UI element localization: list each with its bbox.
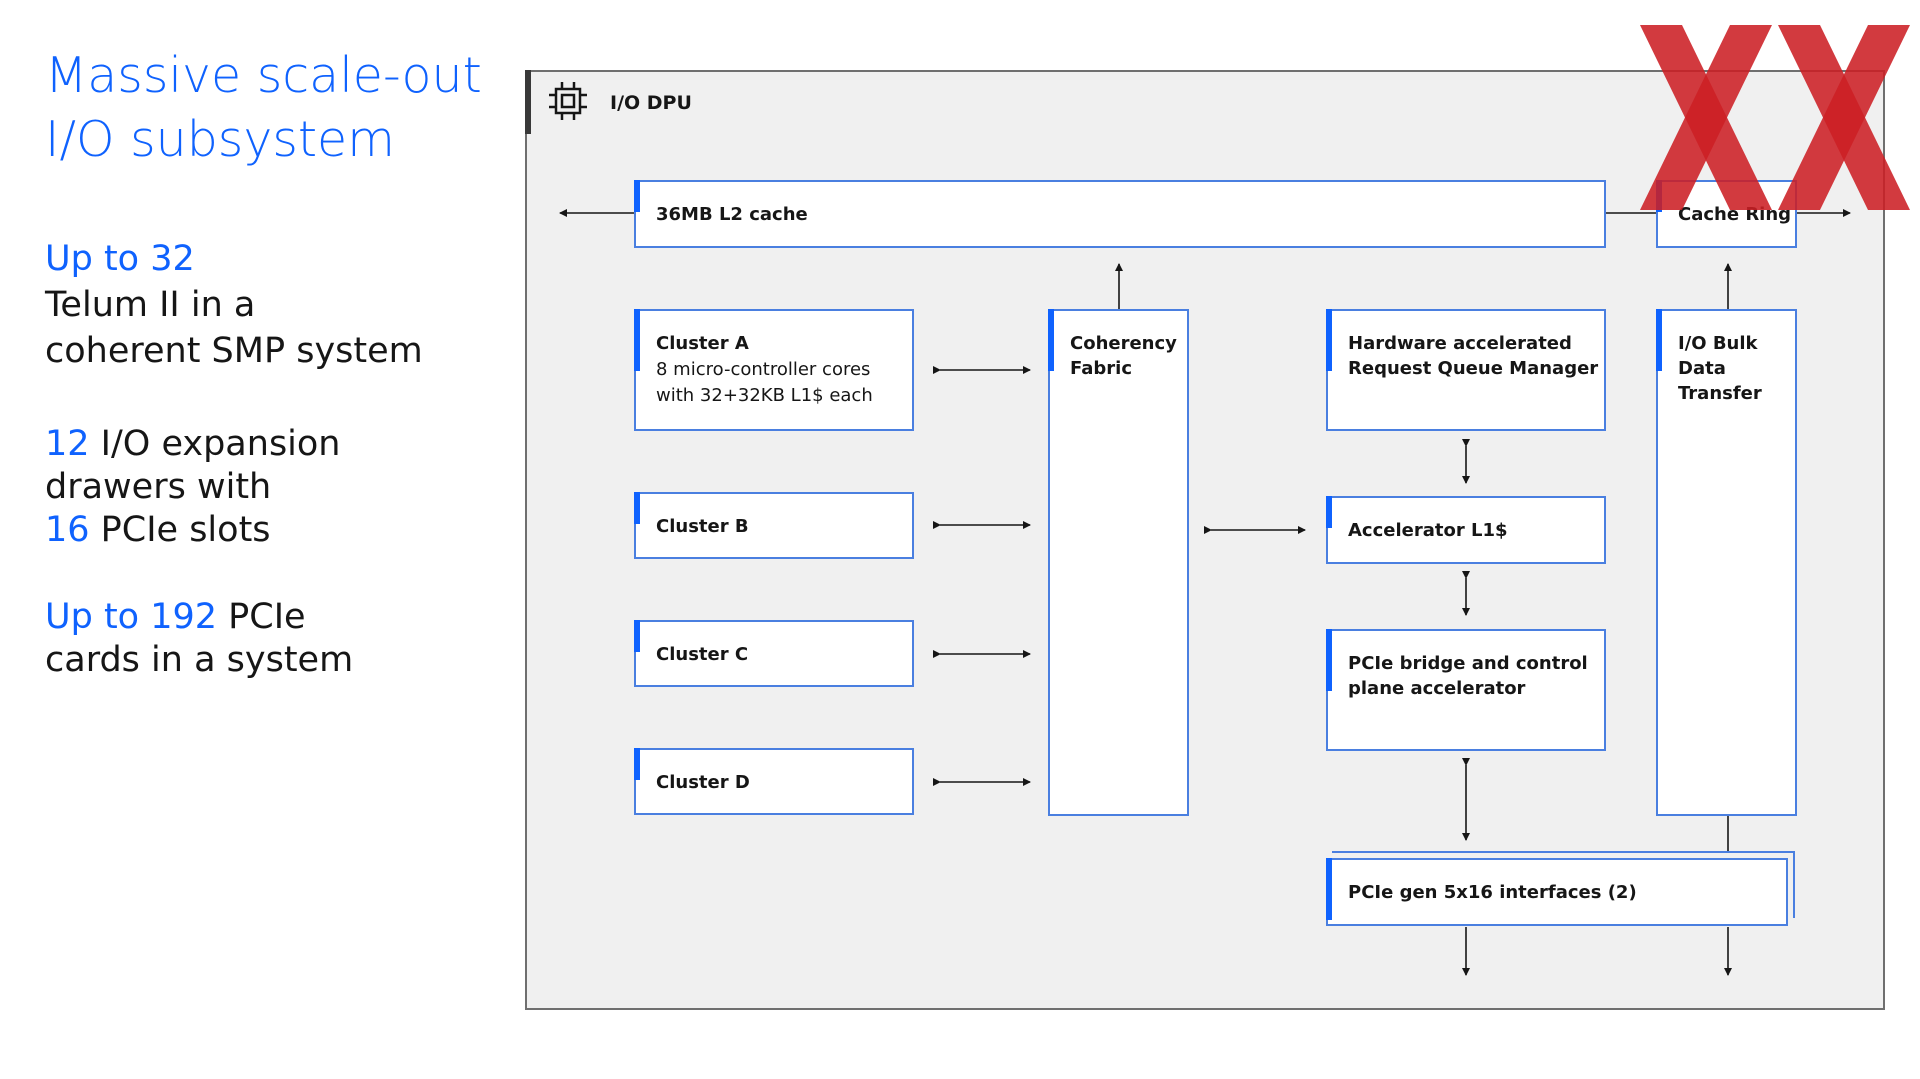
stat-smp-highlight: Up to 32 (45, 239, 195, 279)
stat-smp-line3: coherent SMP system (45, 331, 423, 371)
xx-logo (1640, 25, 1910, 210)
rqm-label-1: Hardware accelerated (1348, 333, 1572, 354)
pcie-gen5-box: PCIe gen 5x16 interfaces (2) (1326, 858, 1788, 926)
stat-cards-line1: PCIe (217, 597, 306, 637)
stat-cards: Up to 192 PCIe cards in a system (45, 596, 353, 682)
stat-smp-line2: Telum II in a (45, 285, 256, 325)
coherency-fabric-box: Coherency Fabric (1048, 309, 1189, 816)
stat-drawers: 12 I/O expansion drawers with 16 PCIe sl… (45, 423, 341, 552)
pcie-gen5-label: PCIe gen 5x16 interfaces (2) (1348, 882, 1637, 903)
coherency-label-2: Fabric (1070, 358, 1132, 379)
cluster-a-sub-1: 8 micro-controller cores (656, 359, 871, 380)
title-line-2: I/O subsystem (45, 111, 395, 168)
pcie-bridge-box: PCIe bridge and control plane accelerato… (1326, 629, 1606, 751)
diagram-accent-bar (525, 70, 531, 134)
io-bulk-label-3: Transfer (1678, 383, 1762, 404)
io-bulk-label-2: Data (1678, 358, 1726, 379)
title-line-1: Massive scale-out (45, 47, 482, 104)
stat-drawers-line3: PCIe slots (89, 510, 271, 550)
request-queue-manager-box: Hardware accelerated Request Queue Manag… (1326, 309, 1606, 431)
chip-icon (549, 82, 587, 120)
coherency-label-1: Coherency (1070, 333, 1177, 354)
pcie-bridge-label-2: plane accelerator (1348, 678, 1526, 699)
stat-drawers-highlight: 12 (45, 424, 90, 464)
stat-cards-highlight: Up to 192 (45, 597, 218, 637)
rqm-label-2: Request Queue Manager (1348, 358, 1599, 379)
accelerator-l1-box: Accelerator L1$ (1326, 496, 1606, 564)
stat-smp: Up to 32 Telum II in a coherent SMP syst… (45, 236, 423, 374)
stat-drawers-line2: drawers with (45, 467, 272, 507)
cluster-d-box: Cluster D (634, 748, 914, 815)
io-bulk-transfer-box: I/O Bulk Data Transfer (1656, 309, 1797, 816)
accelerator-l1-label: Accelerator L1$ (1348, 520, 1508, 541)
stat-drawers-highlight2: 16 (45, 510, 90, 550)
cluster-a-box: Cluster A 8 micro-controller cores with … (634, 309, 914, 431)
pcie-bridge-label-1: PCIe bridge and control (1348, 653, 1588, 674)
cluster-a-label: Cluster A (656, 333, 749, 354)
cluster-a-sub-2: with 32+32KB L1$ each (656, 385, 873, 406)
l2-cache-box: 36MB L2 cache (634, 180, 1606, 248)
stat-drawers-line1: I/O expansion (89, 424, 341, 464)
cluster-c-label: Cluster C (656, 644, 749, 665)
cluster-d-label: Cluster D (656, 772, 750, 793)
cluster-c-box: Cluster C (634, 620, 914, 687)
l2-cache-label: 36MB L2 cache (656, 204, 808, 225)
cluster-b-box: Cluster B (634, 492, 914, 559)
cluster-b-label: Cluster B (656, 516, 749, 537)
page-title: Massive scale-out I/O subsystem (45, 44, 482, 172)
diagram-label: I/O DPU (610, 92, 692, 114)
stat-cards-line2: cards in a system (45, 640, 354, 680)
io-bulk-label-1: I/O Bulk (1678, 333, 1758, 354)
